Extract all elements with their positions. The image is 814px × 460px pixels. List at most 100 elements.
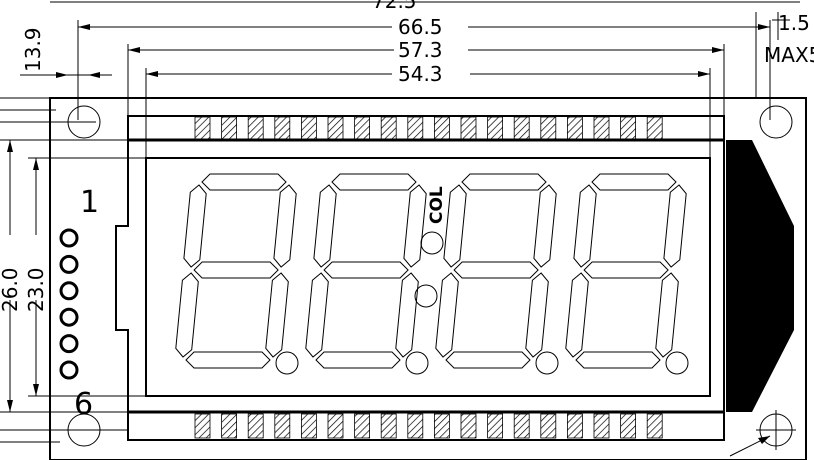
mounting-hole-bottom-left [67,413,101,447]
digit [175,173,299,375]
conductive-strip [300,413,317,439]
digit [305,173,429,375]
conductive-strip [593,413,610,439]
pin-pad [59,281,79,301]
conductive-strip [433,116,450,140]
segment-b [403,184,427,268]
pin-pad [59,307,79,327]
conductive-strip [487,116,504,140]
segment-b [273,184,297,268]
segment-e [175,272,199,358]
decimal-point [665,351,689,375]
conductive-strip [646,116,663,140]
dim-active-area-height: 23.0 [24,267,48,312]
pcb-outline [49,97,807,460]
pin-pad [59,334,79,354]
dim-view-area-height: 26.0 [0,267,22,312]
segment-g [583,261,669,279]
segment-b [663,184,687,268]
dim-active-area-width: 54.3 [398,62,443,86]
digit [435,173,559,375]
conductive-strip [380,413,397,439]
conductive-strip [567,413,583,439]
conductive-strip [327,413,344,439]
segment-d [185,351,271,369]
pin-label-last: 6 [74,387,93,422]
pin-pad [59,360,79,380]
segment-g [453,261,539,279]
colon-dot-top [420,231,444,255]
conductive-strip [620,116,636,140]
colon-dot-bottom [414,284,438,308]
seven-segment-digits [175,173,689,375]
conductive-strip [487,413,504,439]
segment-d [575,351,661,369]
conductive-strip [433,413,450,439]
conductive-strip [274,413,291,439]
conductive-strip [247,116,264,140]
conductive-strip [247,413,264,439]
top-conductive-strips [194,116,663,140]
dim-hole-pitch: 66.5 [398,15,443,39]
dim-view-area-width: 57.3 [398,38,443,62]
conductive-strip [646,413,663,439]
segment-c [525,272,549,358]
decimal-point [535,351,559,375]
segment-g [323,261,409,279]
segment-f [573,184,597,268]
segment-e [565,272,589,358]
conductive-strip [194,116,211,140]
mounting-hole-top-left [67,105,101,139]
conductive-strip [194,413,211,439]
dim-hole-offset: 13.9 [21,27,45,72]
segment-f [313,184,337,268]
segment-a [331,173,417,191]
segment-b [533,184,557,268]
pin-label-first: 1 [80,185,99,220]
segment-d [315,351,401,369]
segment-a [461,173,547,191]
dim-overall-width: 72.5 [372,0,417,13]
conductive-strip [407,413,424,439]
decimal-point [275,351,299,375]
conductive-strip [620,413,636,439]
conductive-strip [380,116,397,140]
segment-a [201,173,287,191]
segment-c [395,272,419,358]
conductive-strip [540,116,557,140]
colon [414,231,444,308]
conductive-strip [221,413,238,439]
conductive-strip [460,116,477,140]
segment-f [183,184,207,268]
conductive-strip [354,116,371,140]
colon-label: COL [427,186,447,224]
pin-header [59,228,79,380]
conductive-strip [221,116,238,140]
segment-c [265,272,289,358]
segment-f [443,184,467,268]
digit [565,173,689,375]
mounting-holes [67,105,796,457]
conductive-strip [513,116,530,140]
segment-g [193,261,279,279]
segment-d [445,351,531,369]
conductive-strip [540,413,557,439]
conductive-strip [407,116,424,140]
left-dimensions: 13.9 26.0 23.0 [0,27,146,443]
conductive-strip [274,116,291,140]
dim-edge-offset: 1.5 [778,11,810,35]
segment-c [655,272,679,358]
decimal-point [405,351,429,375]
segment-e [305,272,329,358]
conductive-strip [460,413,477,439]
segment-a [591,173,677,191]
active-area-frame [145,157,711,397]
conductive-strip [593,116,610,140]
conductive-strip [513,413,530,439]
conductive-strip [354,413,371,439]
lcd-glass [115,115,725,441]
conductive-strip [567,116,583,140]
